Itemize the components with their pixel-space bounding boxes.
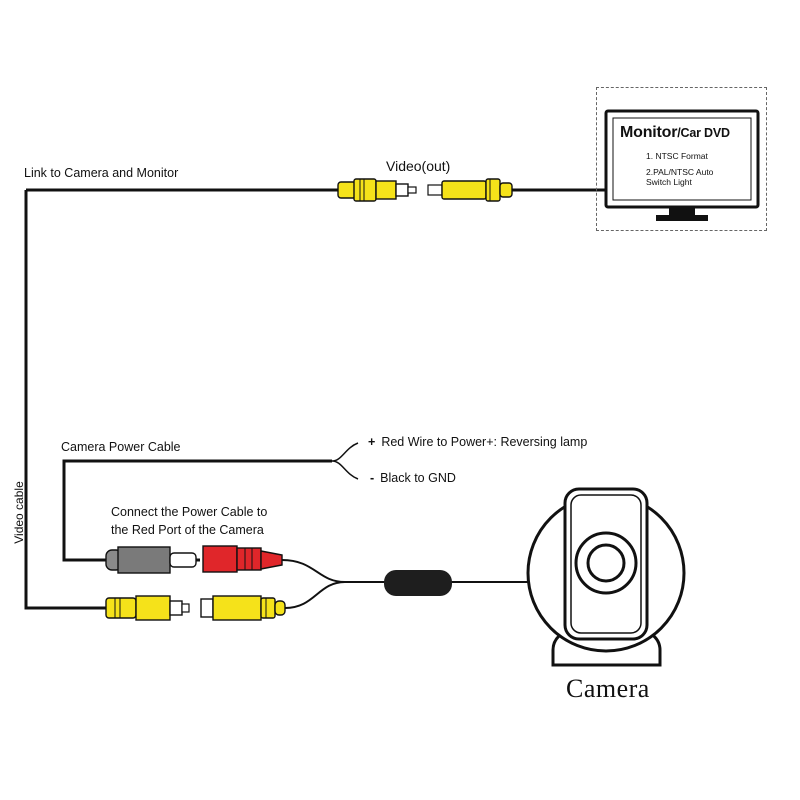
monitor-title: Monitor/Car DVD — [620, 124, 730, 142]
video-plug-yellow — [105, 595, 190, 621]
connect-power-line1: Connect the Power Cable to — [111, 505, 268, 519]
minus-sign: - — [370, 471, 375, 485]
monitor-icon — [604, 109, 760, 221]
power-socket-red — [202, 545, 283, 573]
connect-power-line2: the Red Port of the Camera — [111, 523, 264, 537]
plus-sign: + — [368, 435, 376, 449]
monitor-title-suffix: /Car DVD — [677, 126, 730, 140]
camera-cable-split — [281, 559, 346, 609]
power-plug-gray — [105, 546, 197, 574]
red-wire-label: + Red Wire to Power+: Reversing lamp — [368, 435, 587, 451]
inline-connector — [384, 570, 452, 596]
link-camera-monitor-label: Link to Camera and Monitor — [24, 166, 179, 180]
black-wire-text: Black to GND — [380, 471, 456, 485]
monitor-feature-1: 1. NTSC Format — [646, 151, 708, 161]
video-socket-yellow — [200, 595, 286, 621]
video-out-rca-female — [427, 178, 513, 202]
camera-power-cable-label: Camera Power Cable — [61, 440, 181, 454]
black-wire-label: -Black to GND — [370, 471, 456, 487]
video-cable-label: Video cable — [11, 481, 26, 544]
monitor-dashed-frame — [596, 87, 767, 231]
video-out-rca-male — [337, 178, 417, 202]
power-split-wire — [331, 442, 359, 480]
camera-icon — [526, 487, 686, 667]
red-wire-text: Red Wire to Power+: Reversing lamp — [381, 435, 588, 449]
monitor-title-main: Monitor — [620, 124, 678, 141]
video-cable-wire — [24, 190, 108, 610]
video-out-label: Video(out) — [386, 158, 451, 174]
camera-label: Camera — [566, 674, 650, 703]
monitor-feature-2: 2.PAL/NTSC Auto Switch Light — [646, 167, 714, 187]
